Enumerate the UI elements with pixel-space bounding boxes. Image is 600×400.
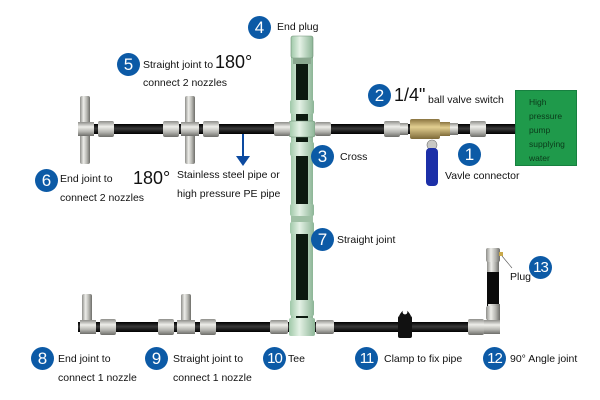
angle-label-180-left: 180°: [133, 168, 171, 188]
valve-size-label: 1/4": [394, 85, 426, 105]
pump-label-line: pressure: [529, 111, 563, 121]
callout-badge-9: 9: [145, 347, 168, 370]
callout-badge-11: 11: [355, 347, 378, 370]
end-joint-1-nozzle: [80, 294, 116, 335]
callout-label-end-joint-1: End joint to: [58, 353, 111, 365]
end-plug-fitting: [290, 35, 314, 64]
callout-label-end-plug: End plug: [277, 21, 319, 33]
pipe-clamp: [398, 309, 412, 338]
straight-joint-2-nozzles: [163, 96, 219, 164]
callout-badge-2: 2: [368, 84, 391, 107]
callout-label-end-joint-2: End joint to: [60, 173, 113, 185]
callout-badge-4: 4: [248, 16, 271, 39]
callout-label-straight-joint-1: Straight joint to: [173, 353, 244, 365]
angle-joint-fitting: [468, 304, 500, 335]
cross-fitting: [274, 100, 331, 156]
callout-label-straight-joint-2: Straight joint to: [143, 59, 214, 71]
pump-label-line: supplying: [529, 139, 565, 149]
pump-label-line: High: [529, 97, 547, 107]
high-pressure-pump-box: High pressure pump supplying water: [515, 90, 577, 166]
callout-badge-13: 13: [529, 256, 552, 279]
pump-label-line: pump: [529, 125, 551, 135]
callout-badge-5: 5: [117, 53, 140, 76]
callout-label-tee: Tee: [288, 353, 305, 365]
pump-label-line: water: [529, 153, 550, 163]
callout-label-angle-joint: 90° Angle joint: [510, 353, 578, 365]
callout-badge-3: 3: [311, 145, 334, 168]
straight-joint-fitting: [290, 204, 314, 234]
callout-label-connect-1-nozzle-straight: connect 1 nozzle: [173, 372, 252, 384]
straight-joint-1-nozzle: [158, 294, 216, 335]
callout-label-clamp: Clamp to fix pipe: [384, 353, 463, 365]
pipe-note-line1: Stainless steel pipe or: [177, 169, 280, 181]
callout-label-ball-valve: ball valve switch: [428, 94, 504, 106]
callout-badge-1: 1: [458, 143, 481, 166]
angle-label-180-top: 180°: [215, 52, 253, 72]
callout-label-connect-2-nozzles: connect 2 nozzles: [143, 77, 228, 89]
vertical-pipe: [291, 40, 313, 330]
pipe-arrow: [236, 134, 250, 166]
callout-label-valve-connector: Vavle connector: [445, 170, 520, 182]
pipe-note-line2: high pressure PE pipe: [177, 188, 281, 200]
riser-plug: [486, 248, 513, 272]
end-joint-2-nozzles: [78, 96, 114, 164]
callout-badge-7: 7: [311, 228, 334, 251]
callout-badge-12: 12: [483, 347, 506, 370]
callout-label-cross: Cross: [340, 151, 368, 163]
callout-label-plug: Plug: [510, 271, 532, 283]
ball-valve: [384, 119, 450, 186]
callout-label-connect-1-nozzle: connect 1 nozzle: [58, 372, 137, 384]
callout-badge-6: 6: [35, 169, 58, 192]
callout-label-connect-2-nozzles-end: connect 2 nozzles: [60, 192, 145, 204]
callout-label-straight-joint: Straight joint: [337, 234, 396, 246]
valve-connector: [450, 121, 486, 137]
tee-fitting: [270, 300, 334, 336]
callout-badge-10: 10: [263, 347, 286, 370]
callout-badge-8: 8: [31, 347, 54, 370]
